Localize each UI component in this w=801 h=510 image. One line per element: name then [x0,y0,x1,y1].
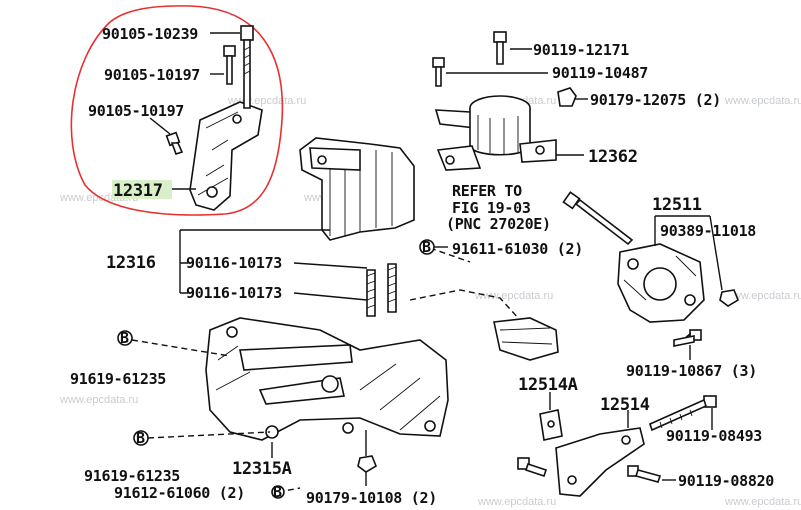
label-12317: 12317 [113,181,163,201]
labels: 90105-10239 90105-10197 90105-10197 1231… [70,25,775,507]
leader-3 [149,117,171,135]
label-12511: 12511 [652,195,702,215]
label-91611-61030: 91611-61030 (2) [452,240,583,258]
leader-12316 [179,229,368,301]
watermark-3: www.epcdata.ru [724,95,801,107]
label-90119-10487: 90119-10487 [552,64,648,82]
b-mark-3-text: B [422,238,431,256]
b-mark-2-text: B [136,429,145,447]
leader-12511 [654,215,723,291]
dash-b2 [147,431,271,439]
bolt-lower-left [517,457,548,478]
bracket-12316 [299,137,415,241]
label-90119-08820: 90119-08820 [678,472,774,490]
dash-b1 [131,339,231,357]
b-mark-1: B [117,329,133,347]
label-91619-61235-b: 91619-61235 [84,467,180,485]
label-90105-10197-a: 90105-10197 [104,66,200,84]
label-90179-10108: 90179-10108 (2) [306,489,437,507]
label-90105-10197-b: 90105-10197 [88,102,184,120]
bolt-90119-10487 [432,57,445,87]
label-90119-08493: 90119-08493 [666,427,762,445]
label-12514A: 12514A [518,375,578,395]
label-90105-10239: 90105-10239 [102,25,198,43]
label-refer-3: (PNC 27020E) [446,215,551,233]
label-90389-11018: 90389-11018 [660,222,756,240]
block-12514A [539,409,563,441]
label-90116-10173-b: 90116-10173 [186,284,282,302]
bolt-90105-10197-lower [165,131,184,156]
watermark-8: www.epcdata.ru [59,394,138,406]
stud-90116-10173-a [366,269,376,317]
label-12514: 12514 [600,395,650,415]
long-bolt-12511 [562,191,634,246]
bolt-90119-12171 [493,31,507,65]
label-refer-1: REFER TO [452,182,522,200]
bracket-12514 [555,427,645,497]
bolt-90119-08820 [627,465,662,483]
label-91612-61060: 91612-61060 (2) [114,484,245,502]
bolt-90119-10867 [673,329,702,347]
nut-90179-10108 [357,455,377,473]
frame-12315A [205,317,449,441]
stud-90116-10173-b [387,263,397,313]
dash-cable [409,289,521,321]
engine-mount-12362 [434,95,557,171]
bracket-12511 [617,243,705,323]
label-12362: 12362 [588,147,638,167]
b-mark-3: B [419,238,435,256]
label-12315A: 12315A [232,459,292,479]
watermark-10: www.epcdata.ru [477,496,556,508]
b-mark-1-text: B [120,329,129,347]
bolt-90105-10197-upper [223,45,236,85]
label-90179-12075: 90179-12075 (2) [590,91,721,109]
watermark-7: www.epcdata.ru [724,290,801,302]
label-90119-12171: 90119-12171 [533,41,629,59]
highlight-12317 [112,180,172,199]
bolt-90119-08493 [649,395,717,432]
watermark-6: www.epcdata.ru [474,290,553,302]
b-mark-4: B [271,483,285,501]
b-mark-4-text: B [273,483,282,501]
nut-90389-11018 [719,289,739,307]
nut-90179-12075 [557,87,577,107]
label-90116-10173-a: 90116-10173 [186,254,282,272]
label-91619-61235-a: 91619-61235 [70,370,166,388]
label-12316: 12316 [106,253,156,273]
red-highlight-outline [70,5,284,216]
watermark-11: www.epcdata.ru [724,496,801,508]
label-refer-2: FIG 19-03 [452,199,531,217]
dash-b3 [429,247,471,263]
bracket-12317 [189,101,263,211]
b-mark-2: B [133,429,149,447]
label-90119-10867: 90119-10867 (3) [626,362,757,380]
bolt-90105-10239 [240,25,254,109]
clamp-piece [493,317,559,361]
